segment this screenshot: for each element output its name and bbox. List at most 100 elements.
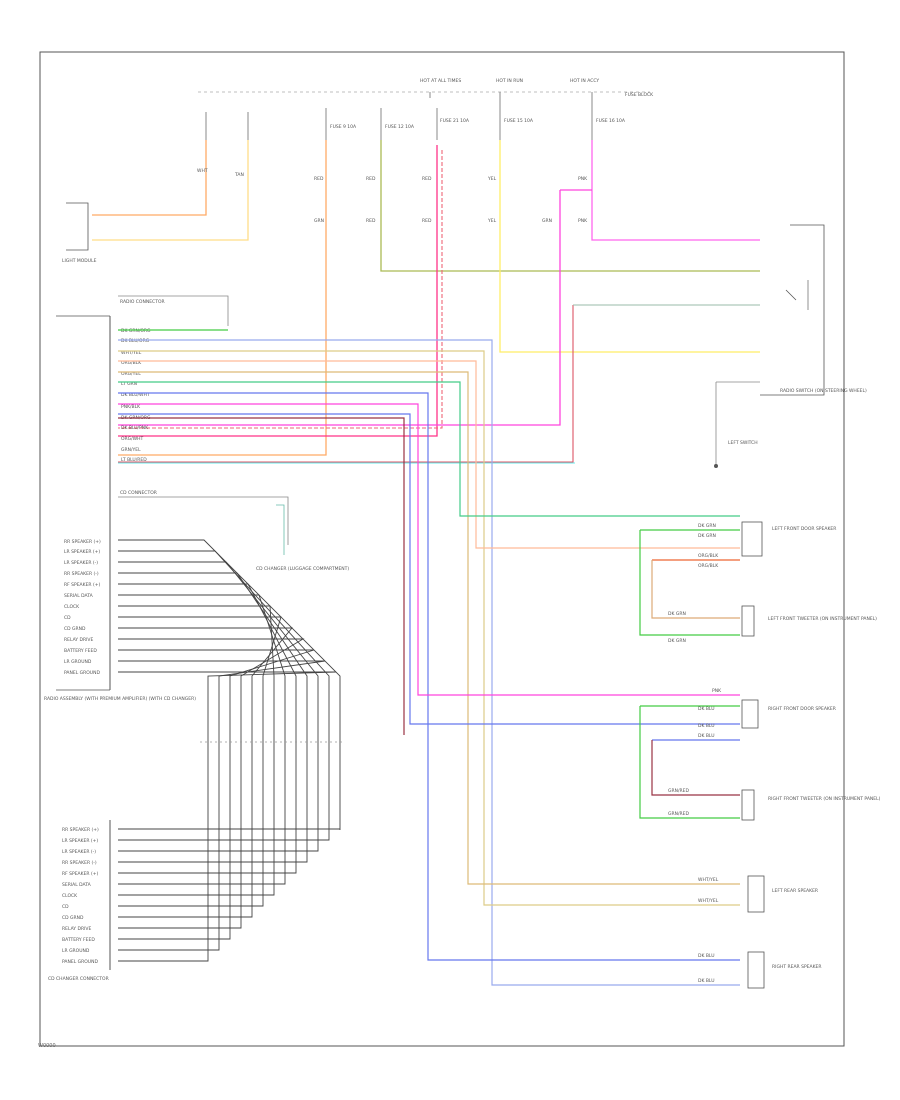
radio-connector-header: RADIO CONNECTOR [118,295,229,326]
wire-orange [118,140,327,456]
radio-pin: DK BLU/ORG [121,338,150,344]
light-module: LIGHT MODULE [62,202,97,264]
speaker-wire-labels: DK GRN DK GRN ORG/BLK ORG/BLK DK GRN DK … [668,523,722,984]
right-rear-speaker-label: RIGHT REAR SPEAKER [772,964,822,970]
top-wire-labels: WHT TAN RED RED RED YEL PNK GRN RED RED … [197,168,588,224]
harness-wire [118,539,341,830]
radio-pin: DK GRN/ORG [121,328,151,334]
cd-pin: BATTERY FEED [62,937,95,943]
wire-label: WHT/YEL [698,877,719,883]
cd-pin: LR GROUND [62,948,90,954]
wire-label: GRN [314,218,324,224]
cd-harness-bottom: RR SPEAKER (+) LR SPEAKER (+) LR SPEAKER… [62,827,99,965]
wire-label: ORG/BLK [698,563,719,569]
radio-pin: ORG/WHT [121,436,144,442]
fuse-block-label: FUSE BLOCK [625,92,654,98]
wire-label: DK BLU [698,978,715,984]
cd-pin: SERIAL DATA [64,593,94,599]
fuse-label: FUSE 16 10A [596,118,626,124]
wire-label: ORG/BLK [698,553,719,559]
cd-pin: RR SPEAKER (-) [64,571,99,577]
wire-label: DK GRN [668,611,686,617]
right-front-speaker-label: RIGHT FRONT DOOR SPEAKER [768,706,836,712]
harness-wire [118,572,308,863]
cd-pin: LR SPEAKER (-) [64,560,98,566]
wire-label: YEL [487,218,497,224]
harness-wire [118,649,315,940]
harness-wire [118,550,330,841]
bus-stubs [205,92,593,140]
top-power-bus: HOT AT ALL TIMES HOT IN RUN HOT IN ACCY … [198,78,654,98]
wire-red-lower [118,305,574,463]
fuse-label: FUSE 15 10A [504,118,534,124]
left-rear-speaker: LEFT REAR SPEAKER [747,875,818,913]
harness-wire [118,671,337,962]
radio-connector-label: RADIO CONNECTOR [120,299,165,305]
cd-pin: RR SPEAKER (+) [64,539,101,545]
left-front-tweeter: LEFT FRONT TWEETER (ON INSTRUMENT PANEL) [741,605,877,637]
wire-light-tan [92,140,249,241]
cd-harness-top: RR SPEAKER (+) LR SPEAKER (+) LR SPEAKER… [64,539,101,676]
radio-pin: LT BLU/RED [121,457,147,463]
harness-wire [118,616,282,907]
harness-wire [118,627,293,918]
harness-wire [118,638,305,929]
bus-label-hot-in-accy: HOT IN ACCY [570,78,599,84]
diagram-frame [39,51,845,1047]
wire-label: RED [422,218,432,224]
cd-pin: SERIAL DATA [62,882,92,888]
left-front-tweeter-label: LEFT FRONT TWEETER (ON INSTRUMENT PANEL) [768,616,877,622]
wire-label: DK GRN [698,533,716,539]
cd-pin: RELAY DRIVE [62,926,91,932]
radio-switch-label: RADIO SWITCH (ON STEERING WHEEL) [780,388,867,394]
wire-olive [380,140,760,272]
wire-label: PNK [578,218,588,224]
cd-pin: CLOCK [62,893,78,899]
radio-pin: ORG/YEL [121,371,141,377]
wire-label: WHT/YEL [698,898,719,904]
radio-pin: PNK/BLK [121,404,141,410]
wire-red-dashed [118,150,443,429]
wire-label: GRN/RED [668,811,689,817]
cd-pin: RF SPEAKER (+) [64,582,101,588]
fuse-labels: FUSE 9 10A FUSE 12 10A FUSE 21 10A FUSE … [330,118,626,130]
left-rear-speaker-label: LEFT REAR SPEAKER [772,888,818,894]
radio-pin: DK BLU/WHT [121,392,150,398]
cd-pin: CD GRND [64,626,86,632]
wire-label: PNK [578,176,588,182]
wire-label: RED [366,176,376,182]
cd-changer-bottom-label: CD CHANGER CONNECTOR [48,976,109,982]
cd-pin: RELAY DRIVE [64,637,93,643]
harness-wire [118,660,326,951]
harness-wire [118,561,319,852]
cd-connector: CD CONNECTOR CD CHANGER (LUGGAGE COMPART… [118,490,349,572]
wire-label: DK BLU [698,953,715,959]
fuse-label: FUSE 21 10A [440,118,470,124]
left-switch-label: LEFT SWITCH [728,440,758,446]
light-module-label: LIGHT MODULE [62,258,97,264]
wire-label: DK BLU [698,733,715,739]
wire-label: RED [366,218,376,224]
cd-pin: RR SPEAKER (+) [62,827,99,833]
cd-pin: LR SPEAKER (+) [64,549,100,555]
right-front-speaker: RIGHT FRONT DOOR SPEAKER [639,699,836,819]
wire-light-orange [92,140,207,216]
cd-harness-wires [118,539,345,962]
left-front-speaker-label: LEFT FRONT DOOR SPEAKER [772,526,836,532]
radio-pin: GRN/YEL [121,447,141,453]
fuse-label: FUSE 9 10A [330,124,357,130]
cd-pin: PANEL GROUND [62,959,98,965]
radio-pin: DK BLU/PNK [121,425,149,431]
cd-pin: BATTERY FEED [64,648,97,654]
cd-changer-bottom: CD CHANGER CONNECTOR [48,820,111,982]
radio-switch: RADIO SWITCH (ON STEERING WHEEL) LEFT SW… [714,224,867,468]
wire-label: GRN/RED [668,788,689,794]
radio-pin: WHT/YEL [121,350,142,356]
diagram-id: W0000 [38,1043,56,1049]
bus-label-hot-at-all-times: HOT AT ALL TIMES [420,78,461,84]
wire-label: TAN [234,172,244,178]
cd-pin: LR SPEAKER (-) [62,849,96,855]
fuse-label: FUSE 12 10A [385,124,415,130]
bus-label-hot-in-run: HOT IN RUN [496,78,523,84]
